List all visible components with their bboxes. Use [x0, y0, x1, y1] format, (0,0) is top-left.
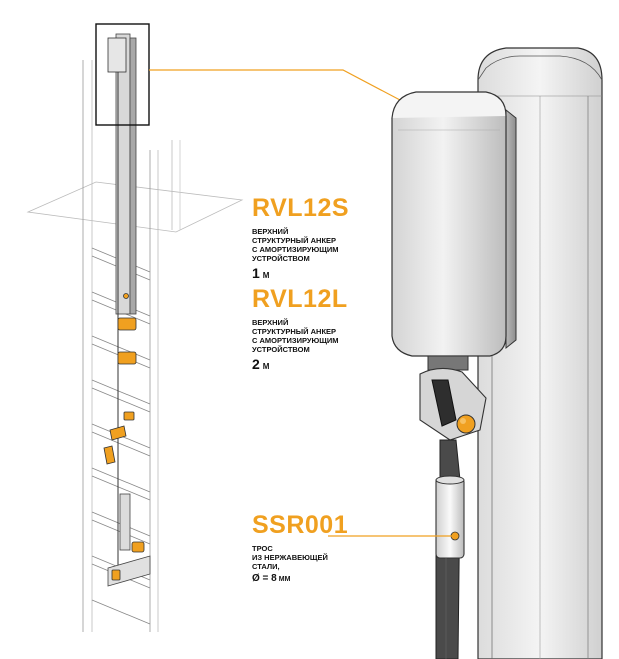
shackle-pin: [456, 414, 476, 434]
product-rvl12s: RVL12S ВЕРХНИЙ СТРУКТУРНЫЙ АНКЕР С АМОРТ…: [252, 196, 349, 282]
product-code: RVL12S: [252, 194, 350, 222]
cable-description: ТРОС ИЗ НЕРЖАВЕЮЩЕЙ СТАЛИ,: [252, 544, 328, 571]
detail-anchor-box: [391, 91, 517, 371]
cable-code: SSR001: [252, 511, 349, 539]
product-description: ВЕРХНИЙ СТРУКТУРНЫЙ АНКЕР С АМОРТИЗИРУЮЩ…: [252, 318, 339, 354]
cable-sleeve: [435, 477, 465, 559]
product-rvl12l: RVL12L ВЕРХНИЙ СТРУКТУРНЫЙ АНКЕР С АМОРТ…: [252, 287, 348, 373]
ladder-brackets: [103, 293, 145, 581]
product-code: RVL12L: [252, 285, 348, 313]
highlight-box: [95, 23, 150, 126]
detail-cable: [435, 439, 465, 659]
detail-shackle: [419, 367, 487, 441]
product-description: ВЕРХНИЙ СТРУКТУРНЫЙ АНКЕР С АМОРТИЗИРУЮЩ…: [252, 227, 339, 263]
